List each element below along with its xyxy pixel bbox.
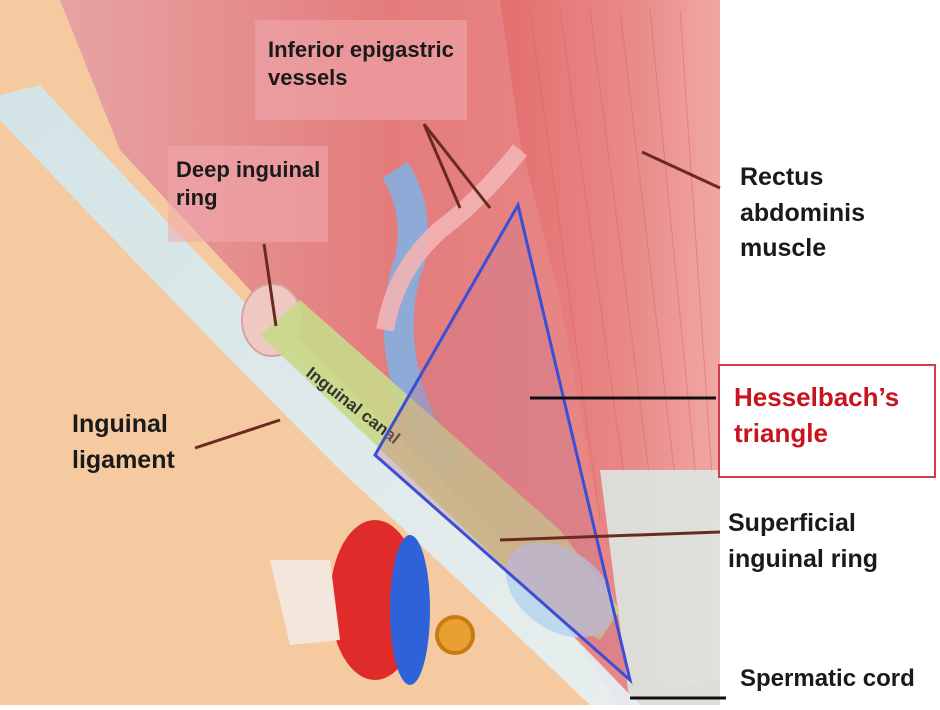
inferior-label-bg	[255, 20, 467, 120]
rectus-fibers	[529, 9, 716, 521]
hesselbach-triangle-outline	[373, 200, 633, 685]
label-line: ring	[176, 184, 218, 210]
lymph-node	[435, 615, 475, 655]
hesselbach-label-box	[718, 364, 936, 478]
label-line: Deep inguinal	[176, 157, 321, 182]
label-deep-inguinal-ring: Deep inguinal ring	[176, 156, 320, 211]
femoral-vein	[390, 535, 430, 685]
label-line: muscle	[740, 234, 827, 262]
label-line: abdominis	[740, 198, 866, 227]
label-spermatic-cord: Spermatic cord	[740, 665, 915, 692]
label-line: vessels	[268, 64, 348, 90]
epigastric-vessel-pink	[376, 144, 528, 332]
label-rectus-abdominis: Rectus abdominis muscle	[740, 160, 865, 267]
label-line: ligament	[72, 446, 175, 475]
label-line: Rectus	[740, 163, 824, 191]
label-line: Hesselbach’s	[734, 382, 900, 412]
label-inferior-epigastric: Inferior epigastric vessels	[268, 36, 454, 91]
label-line: Inguinal	[72, 410, 168, 438]
superficial-ring-shape	[505, 542, 615, 638]
lower-fascia	[600, 470, 720, 705]
inguinal-ligament-band	[0, 85, 640, 705]
label-hesselbach-triangle: Hesselbach’s triangle	[734, 380, 899, 452]
label-inguinal-ligament: Inguinal ligament	[72, 406, 175, 479]
label-line: Superficial	[728, 509, 856, 537]
leader-lines	[194, 123, 721, 542]
deep-label-bg	[168, 146, 328, 242]
label-line: triangle	[734, 417, 828, 448]
label-line: inguinal ring	[728, 544, 878, 573]
label-superficial-inguinal-ring: Superficial inguinal ring	[728, 506, 878, 577]
femoral-cover	[270, 560, 340, 645]
label-line: Inferior epigastric	[268, 37, 454, 62]
